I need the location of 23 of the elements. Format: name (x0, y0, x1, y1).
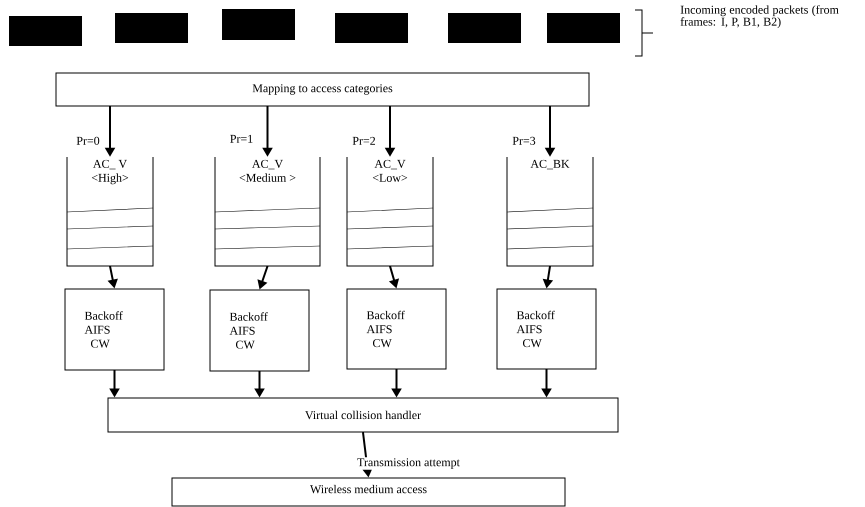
queue: AC_V <Low> (346, 156, 434, 266)
edge-label: Pr=0 (76, 136, 100, 145)
edge-label: Pr=3 (512, 136, 536, 145)
process-box: Virtual collision handler (108, 398, 618, 432)
parameter-box: Backoff AIFS CW (496, 288, 596, 370)
process-box: Mapping to access categories (56, 72, 590, 106)
edge-label: Transmission attempt (357, 458, 460, 469)
queue: AC_BK (506, 156, 594, 266)
packet-block (115, 13, 188, 43)
edge-label: Pr=1 (230, 134, 252, 143)
edge-label: Pr=2 (352, 136, 376, 145)
parameter-box: Backoff AIFS CW (64, 288, 164, 370)
packet-block (9, 16, 82, 46)
packet-block (335, 13, 408, 43)
packet-block (448, 13, 521, 43)
packet-block (222, 9, 295, 40)
queue: AC_V <Medium > (214, 156, 320, 266)
queue: AC_ V <High> (66, 156, 154, 266)
parameter-box: Backoff AIFS CW (210, 290, 310, 372)
process-box: Wireless medium access (172, 478, 566, 506)
note: Incoming encoded packets (from frames: I, P, B1, B2) (680, 5, 839, 28)
parameter-box: Backoff AIFS CW (346, 288, 446, 370)
packet-block (547, 13, 620, 43)
